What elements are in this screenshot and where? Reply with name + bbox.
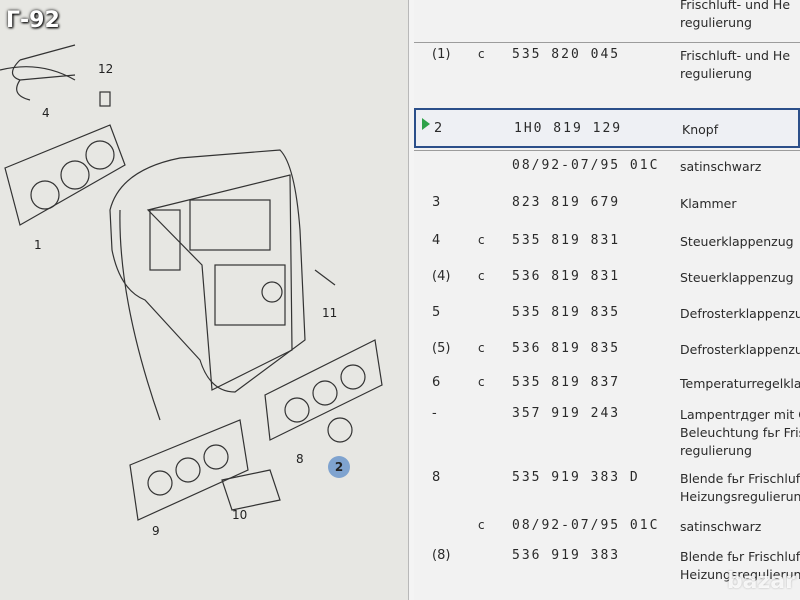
callout-2[interactable]: 2 (328, 456, 350, 478)
table-row[interactable]: - 357 919 243 Lampentrдger mit GlьhBeleuch… (414, 402, 800, 462)
row-flag: c (478, 269, 485, 283)
callout-8: 8 (296, 452, 304, 466)
row-description: Frischluft- und He regulierung (680, 47, 790, 83)
row-position: (4) (432, 269, 451, 284)
table-row[interactable]: 8 535 919 383 D Blende fьr Frischluft- und… (414, 466, 800, 510)
row-description: Knopf (682, 121, 718, 139)
description-line: Knopf (682, 122, 719, 137)
row-position: 2 (434, 121, 443, 136)
parts-table: Frischluft- und He regulierung (1) c 535 820… (414, 0, 800, 600)
description-line: Blende fьr Frischluft- und (680, 471, 800, 486)
row-description: satinschwarz (680, 158, 761, 176)
row-flag: c (478, 341, 485, 355)
description-line: Lampentrдger mit Glьh (680, 407, 800, 422)
row-description: Blende fьr Frischluft- undHeizungsreguli… (680, 548, 800, 584)
row-position: (5) (432, 341, 451, 356)
row-description: Defrosterklappenzug (680, 305, 800, 323)
table-row[interactable]: 3 823 819 679 Klammer (414, 186, 800, 222)
row-flag: c (478, 233, 485, 247)
table-row[interactable]: 08/92-07/95 01C satinschwarz (414, 150, 800, 183)
row-part-number: 535 820 045 (512, 47, 621, 62)
description-line: satinschwarz (680, 159, 762, 174)
table-row[interactable]: 5 535 819 835 Defrosterklappenzug (414, 298, 800, 330)
description-line: regulierung (680, 66, 752, 81)
row-position: 3 (432, 195, 441, 210)
description-line: Heizungsregulierung (680, 489, 800, 504)
table-row[interactable]: 4 c 535 819 831 Steuerklappenzug (414, 226, 800, 258)
description-line: Defrosterklappenzug (680, 306, 800, 321)
row-description: Temperaturregelklappe (680, 375, 800, 393)
row-description: satinschwarz (680, 518, 761, 536)
row-description: Klammer (680, 195, 737, 213)
row-position: - (432, 406, 437, 421)
description-line: Frischluft- und He (680, 48, 791, 63)
table-row[interactable]: (4) c 536 819 831 Steuerklappenzug (414, 262, 800, 294)
callout-10: 10 (232, 508, 248, 522)
row-part-number: 535 819 831 (512, 233, 621, 248)
callout-1: 1 (34, 238, 42, 252)
row-position: 5 (432, 305, 441, 320)
row-part-number: 536 919 383 (512, 548, 621, 563)
row-position: 6 (432, 375, 441, 390)
table-row[interactable]: Frischluft- und He regulierung (414, 0, 800, 34)
row-position: 4 (432, 233, 441, 248)
description-line: satinschwarz (680, 519, 762, 534)
callout-9: 9 (152, 524, 160, 538)
description-line: Frischluft- und He (680, 0, 791, 12)
row-description: Lampentrдger mit GlьhBeleuchtung fьr Fri… (680, 406, 800, 460)
table-row[interactable]: 6 c 535 819 837 Temperaturregelklappe (414, 368, 800, 400)
row-position: 8 (432, 470, 441, 485)
overlay-title: Г-92 (6, 8, 60, 33)
row-part-number: 535 819 835 (512, 305, 621, 320)
row-part-number: 08/92-07/95 01C (512, 158, 660, 173)
parts-diagram: Г-92 1 2 4 8 9 10 11 12 (0, 0, 410, 600)
row-description: Blende fьr Frischluft- undHeizungsreguli… (680, 470, 800, 506)
table-row[interactable]: c 08/92-07/95 01C satinschwarz (414, 512, 800, 542)
row-part-number: 535 919 383 D (512, 470, 640, 485)
row-part-number: 823 819 679 (512, 195, 621, 210)
row-part-number: 1H0 819 129 (514, 121, 623, 136)
description-line: Klammer (680, 196, 737, 211)
description-line: Temperaturregelklappe (680, 376, 800, 391)
table-row[interactable]: (5) c 536 819 835 Defrosterklappenzug (414, 334, 800, 366)
description-line: regulierung (680, 15, 752, 30)
callout-12: 12 (98, 62, 114, 76)
description-line: regulierung (680, 443, 752, 458)
table-row[interactable]: (8) 536 919 383 Blende fьr Frischluft- und… (414, 544, 800, 592)
row-description: Defrosterklappenzug (680, 341, 800, 359)
description-line: Steuerklappenzug (680, 270, 794, 285)
row-description: Steuerklappenzug (680, 233, 794, 251)
row-position: (8) (432, 548, 451, 563)
row-flag: c (478, 47, 485, 61)
table-row[interactable]: 2 1H0 819 129 Knopf (414, 108, 800, 148)
row-part-number: 536 819 835 (512, 341, 621, 356)
row-flag: c (478, 518, 485, 532)
row-position: (1) (432, 47, 451, 62)
row-description: Frischluft- und He regulierung (680, 0, 790, 32)
description-line: Heizungsregulierung (680, 567, 800, 582)
description-line: Defrosterklappenzug (680, 342, 800, 357)
watermark-logo: bazar (726, 569, 796, 594)
row-part-number: 08/92-07/95 01C (512, 518, 660, 533)
row-description: Steuerklappenzug (680, 269, 794, 287)
row-flag: c (478, 375, 485, 389)
description-line: Beleuchtung fьr Frischlu (680, 425, 800, 440)
callout-4: 4 (42, 106, 50, 120)
description-line: Blende fьr Frischluft- und (680, 549, 800, 564)
row-part-number: 535 819 837 (512, 375, 621, 390)
table-row[interactable]: (1) c 535 820 045 Frischluft- und He regulie… (414, 42, 800, 93)
diagram-drawing (0, 44, 383, 521)
selection-arrow-icon (422, 118, 430, 130)
row-part-number: 536 819 831 (512, 269, 621, 284)
description-line: Steuerklappenzug (680, 234, 794, 249)
callout-11: 11 (322, 306, 338, 320)
row-part-number: 357 919 243 (512, 406, 621, 421)
